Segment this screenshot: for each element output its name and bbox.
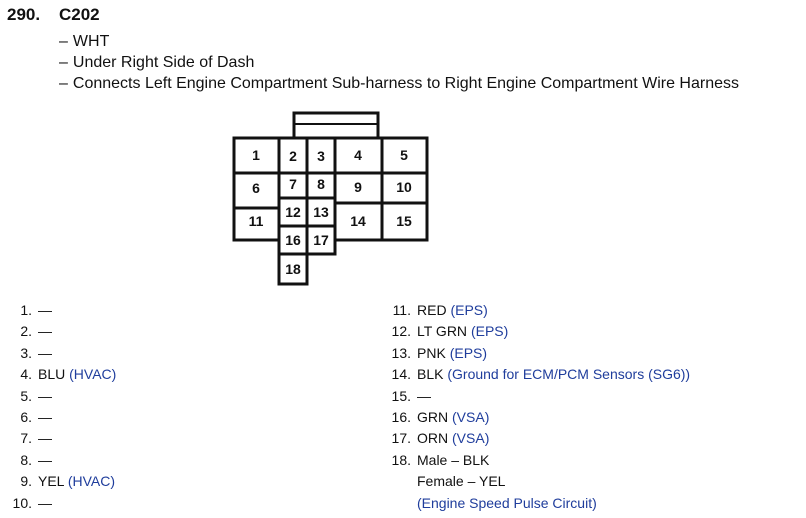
cavity-label: 3	[317, 148, 325, 164]
pin-row: 2.—	[20, 323, 52, 340]
cavity-label: 5	[400, 147, 408, 163]
pin-row: 14.BLK (Ground for ECM/PCM Sensors (SG6)…	[391, 366, 691, 383]
cavity-label: 15	[396, 213, 412, 229]
desc-color: –WHT	[59, 33, 110, 50]
pin-18-circuit: (Engine Speed Pulse Circuit)	[417, 494, 597, 511]
pin-row: 5.—	[20, 387, 52, 404]
pin-row: 11.RED (EPS)	[392, 302, 488, 318]
pin-row: 16.GRN (VSA)	[391, 409, 490, 426]
pin-row: 3.—	[20, 344, 52, 361]
pin-list-left: 1.— 2.— 3.— 4.BLU (HVAC) 5.— 6.— 7.— 8.—…	[0, 300, 117, 514]
desc-connection: –Connects Left Engine Compartment Sub-ha…	[59, 75, 739, 92]
cavity-label: 4	[354, 147, 362, 163]
connector-title: C202	[59, 5, 100, 24]
cavity-15	[380, 201, 429, 242]
cavity-label: 10	[396, 179, 412, 195]
pin-row: 15.—	[391, 387, 431, 404]
cavity-label: 18	[285, 261, 301, 277]
locking-tab	[292, 111, 380, 140]
pin-row: 17.ORN (VSA)	[391, 430, 490, 447]
cavity-label: 16	[285, 232, 301, 248]
pin-row: 4.BLU (HVAC)	[20, 366, 117, 383]
pin-row: 8.—	[20, 451, 52, 468]
cavity-label: 2	[289, 148, 297, 164]
cavity-label: 8	[317, 176, 325, 192]
cavity-label: 14	[350, 213, 366, 229]
pin-row: 9.YEL (HVAC)	[20, 473, 116, 490]
cavity-18	[277, 252, 309, 286]
pin-list-right: 11.RED (EPS) 12.LT GRN (EPS) 13.PNK (EPS…	[385, 300, 691, 514]
cavity-label: 7	[289, 176, 297, 192]
pin-row: 1.—	[20, 302, 52, 318]
cavity-label: 12	[285, 204, 301, 220]
pin-18-female: Female – YEL	[417, 473, 506, 490]
cavity-label: 6	[252, 180, 260, 196]
pin-row: 12.LT GRN (EPS)	[391, 323, 509, 340]
cavity-label: 1	[252, 147, 260, 163]
cavity-label: 9	[354, 179, 362, 195]
desc-location: –Under Right Side of Dash	[59, 54, 255, 71]
pin-row: 7.—	[20, 430, 52, 447]
cavity-label: 13	[313, 204, 329, 220]
pin-row: 13.PNK (EPS)	[391, 344, 488, 361]
cavity-17	[305, 224, 337, 256]
pin-row: 6.—	[20, 409, 52, 426]
pin-row: 18.Male – BLK	[391, 451, 490, 468]
cavity-label: 17	[313, 232, 329, 248]
cavity-label: 11	[249, 213, 264, 229]
pin-row: 10.—	[12, 494, 52, 511]
connector-number: 290.	[7, 5, 41, 24]
